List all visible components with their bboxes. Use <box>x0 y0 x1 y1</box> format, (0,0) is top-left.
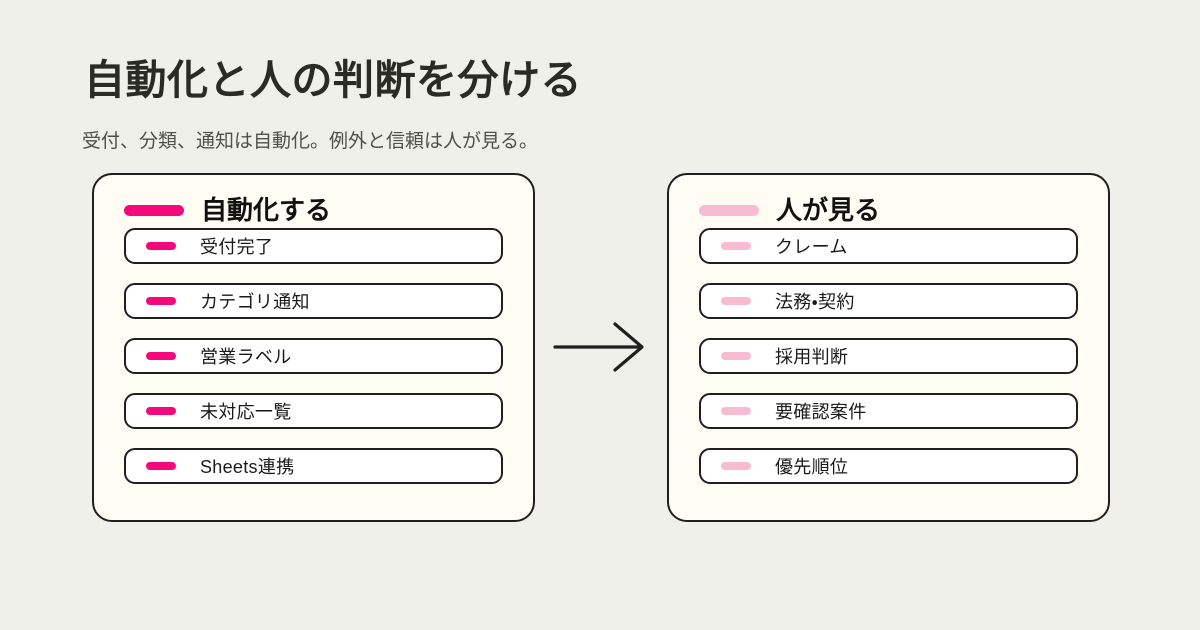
item-label: 優先順位 <box>775 457 849 477</box>
list-item: 要確認案件 <box>699 393 1078 429</box>
accent-dash-icon <box>721 352 751 360</box>
list-item: クレーム <box>699 228 1078 264</box>
list-item: Sheets連携 <box>124 448 503 484</box>
automation-item-list: 受付完了 カテゴリ通知 営業ラベル 未対応一覧 Sheets連携 <box>124 228 503 484</box>
list-item: 採用判断 <box>699 338 1078 374</box>
card-human-title: 人が見る <box>776 195 881 225</box>
item-label: Sheets連携 <box>200 457 295 477</box>
accent-dash-icon <box>721 407 751 415</box>
accent-dash-icon <box>721 297 751 305</box>
item-label: 受付完了 <box>200 237 274 257</box>
card-automation-header: 自動化する <box>124 193 503 227</box>
accent-dash-icon <box>721 242 751 250</box>
card-automation: 自動化する 受付完了 カテゴリ通知 営業ラベル 未対応一覧 Sheets連携 <box>92 173 535 522</box>
accent-dash-icon <box>146 352 176 360</box>
accent-dash-icon <box>146 462 176 470</box>
item-label: 営業ラベル <box>200 347 292 367</box>
item-label: カテゴリ通知 <box>200 292 310 312</box>
page-subtitle: 受付、分類、通知は自動化。例外と信頼は人が見る。 <box>82 131 539 152</box>
human-item-list: クレーム 法務・契約 採用判断 要確認案件 優先順位 <box>699 228 1078 484</box>
item-label: 要確認案件 <box>775 402 867 422</box>
accent-dash-icon <box>146 297 176 305</box>
accent-dash-icon <box>721 462 751 470</box>
card-automation-title: 自動化する <box>201 195 332 225</box>
list-item: 受付完了 <box>124 228 503 264</box>
right-arrow-icon <box>552 321 646 373</box>
accent-dash-icon <box>124 204 184 216</box>
item-label: 採用判断 <box>775 347 849 367</box>
card-human-header: 人が見る <box>699 193 1078 227</box>
accent-dash-icon <box>146 242 176 250</box>
item-label: 未対応一覧 <box>200 402 292 422</box>
item-label: 法務・契約 <box>775 292 855 312</box>
accent-dash-icon <box>699 204 759 216</box>
list-item: 法務・契約 <box>699 283 1078 319</box>
page-title: 自動化と人の判断を分ける <box>84 57 582 103</box>
item-label: クレーム <box>775 237 848 257</box>
accent-dash-icon <box>146 407 176 415</box>
list-item: 営業ラベル <box>124 338 503 374</box>
list-item: 未対応一覧 <box>124 393 503 429</box>
list-item: 優先順位 <box>699 448 1078 484</box>
card-human: 人が見る クレーム 法務・契約 採用判断 要確認案件 優先順位 <box>667 173 1110 522</box>
list-item: カテゴリ通知 <box>124 283 503 319</box>
